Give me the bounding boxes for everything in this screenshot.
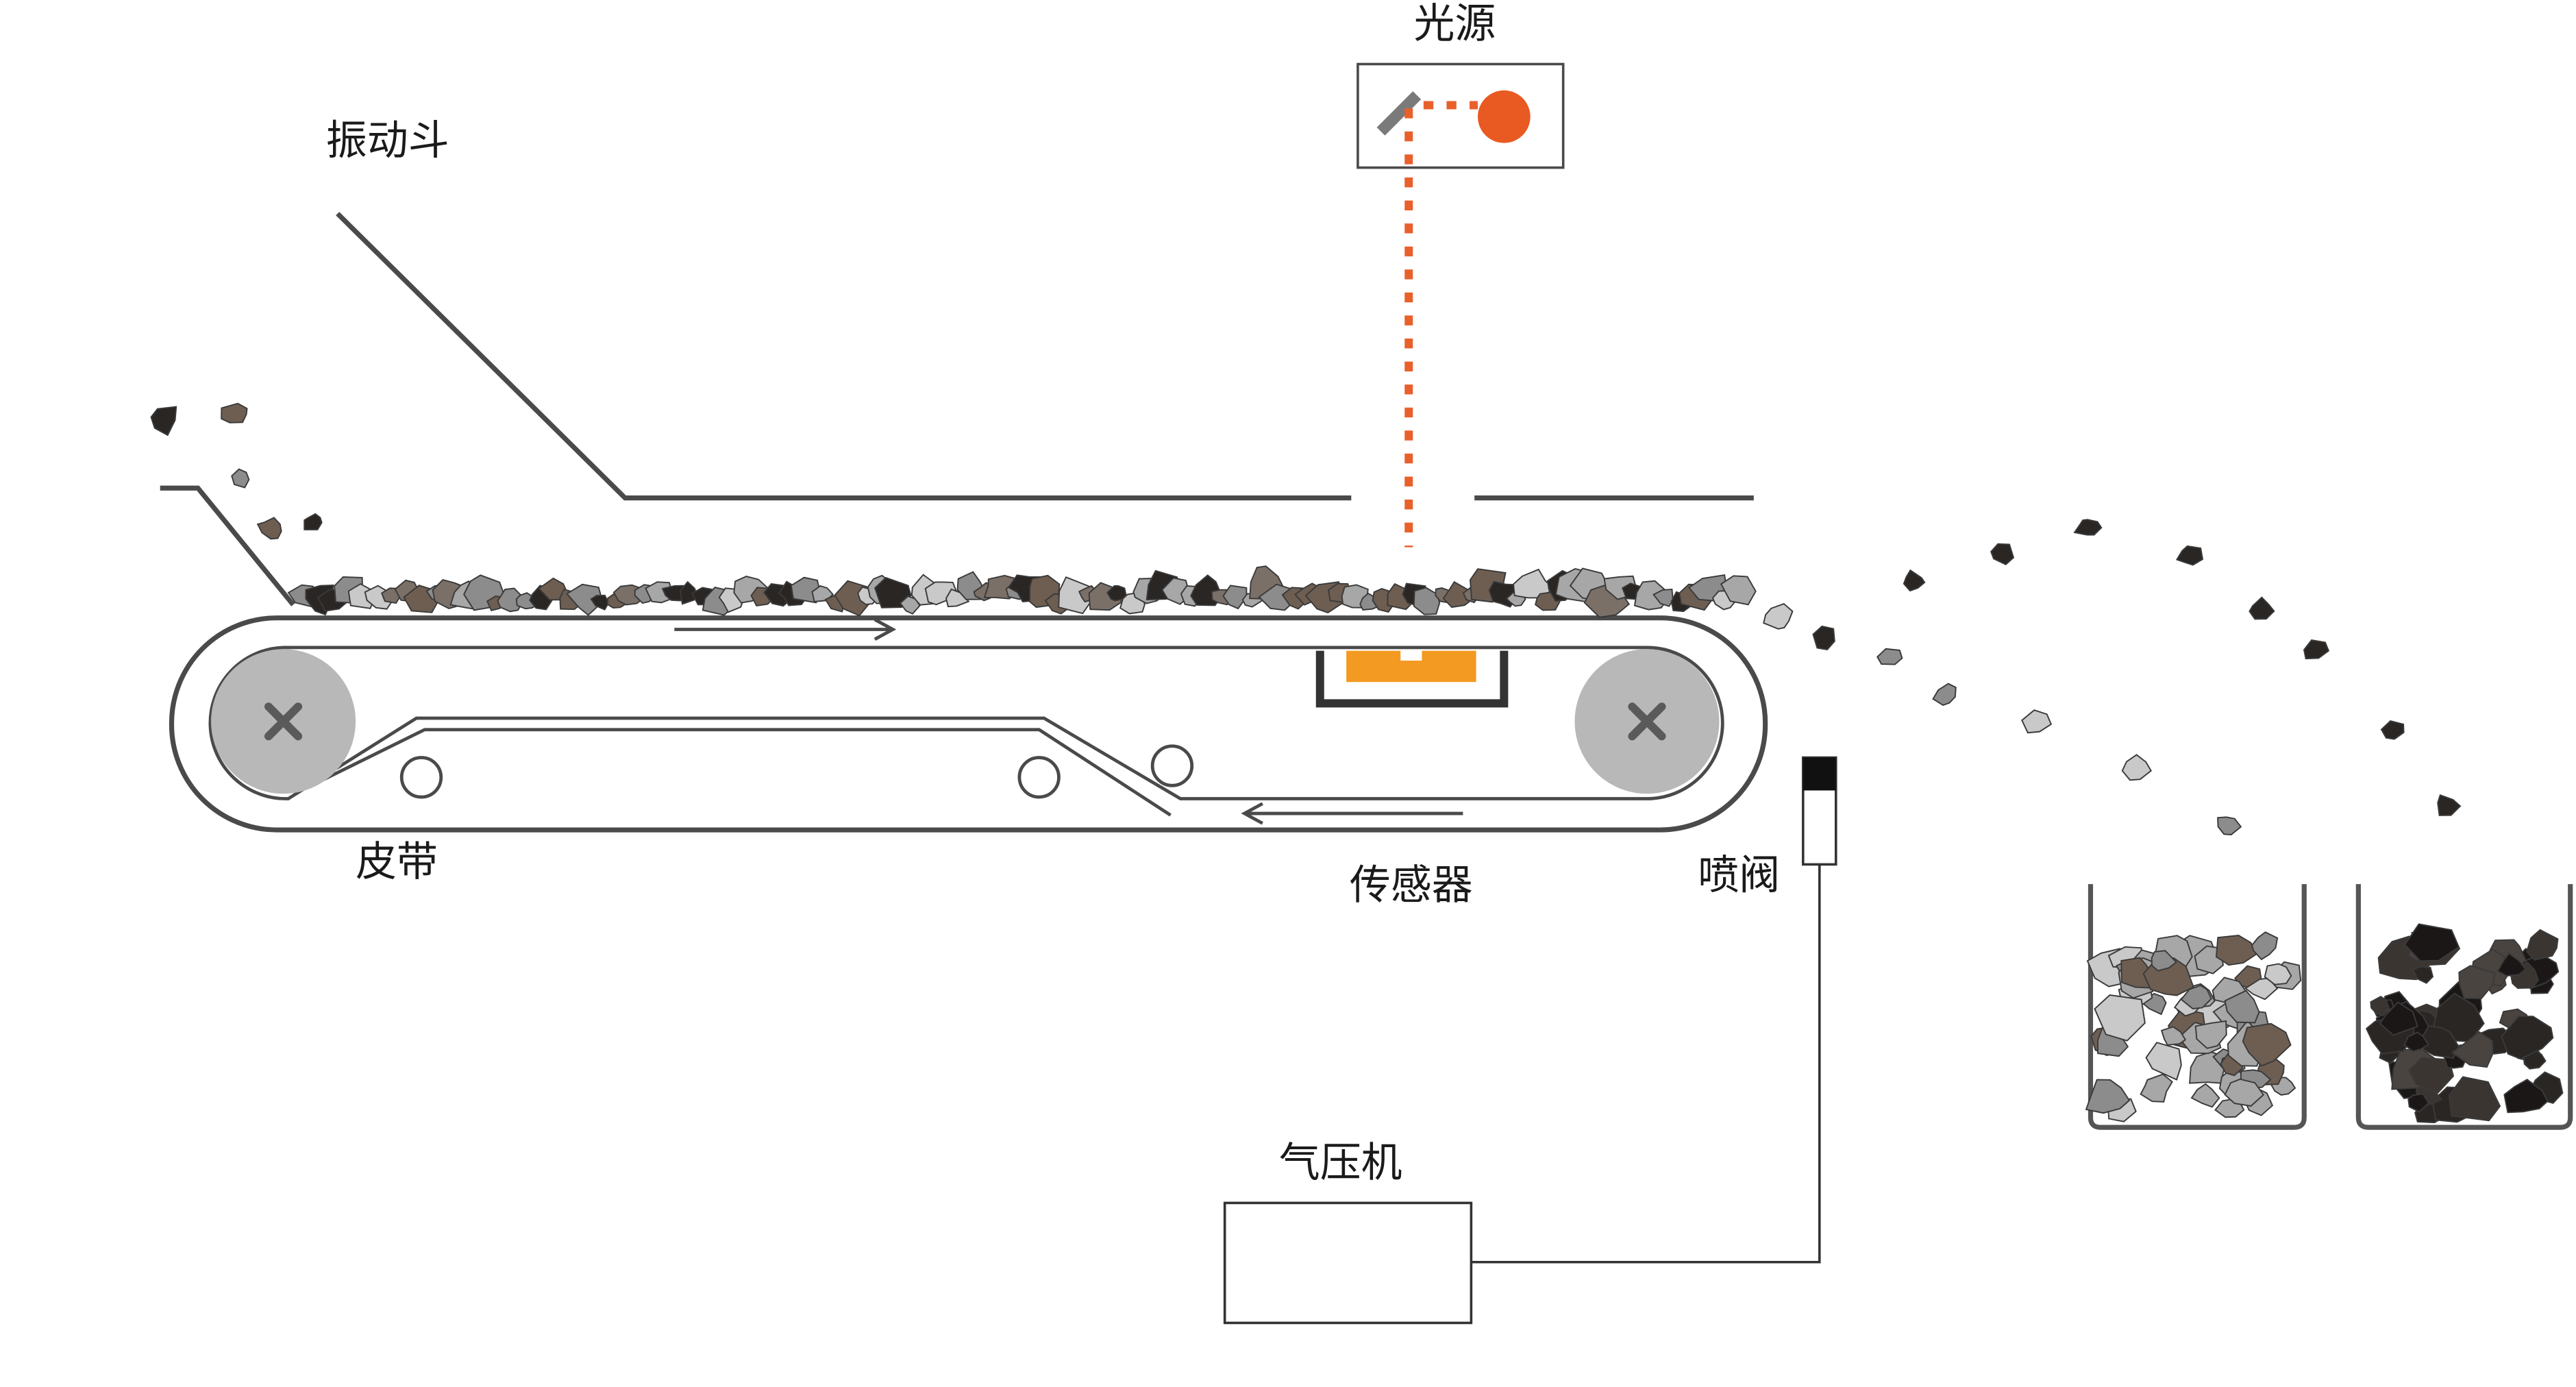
rock (2094, 994, 2146, 1042)
bin-accepted-outline (2088, 884, 2307, 1130)
idler-roller (1017, 756, 1061, 799)
compressor-label: 气压机 (1279, 1139, 1402, 1187)
ejector-valve (1453, 756, 1837, 1264)
rock (1106, 585, 1127, 602)
rock (565, 583, 604, 616)
rock (1720, 575, 1757, 606)
bin-accepted (2088, 884, 2307, 1130)
rock (2437, 794, 2462, 816)
belt-label: 皮带 (356, 838, 438, 886)
rock (2194, 1020, 2227, 1049)
arrow-left-icon (1241, 802, 1463, 825)
rock (2140, 1073, 2173, 1103)
lamp-dot-icon (1477, 90, 1531, 143)
rock (304, 513, 323, 530)
x-mark-icon (1628, 702, 1666, 741)
rock (733, 576, 771, 604)
bin-rejected (2355, 884, 2573, 1130)
rock (874, 576, 912, 609)
rock (2175, 545, 2204, 566)
rock (2448, 1076, 2501, 1122)
rock (2073, 519, 2103, 536)
rock (2526, 929, 2559, 961)
idler-roller (399, 756, 443, 799)
belt-inner-loop (208, 646, 1724, 800)
rock (2215, 935, 2258, 966)
rock (2249, 596, 2275, 620)
rock (924, 581, 959, 606)
rock (2180, 984, 2212, 1009)
rock (2303, 639, 2330, 660)
rock (2412, 966, 2434, 984)
rock (1763, 602, 1794, 630)
rock (2085, 1079, 2131, 1114)
rock (661, 585, 686, 602)
rock (1876, 648, 1903, 665)
compressor-box (1223, 1201, 1473, 1325)
valve-cap (1803, 757, 1836, 791)
hopper-chute-line (336, 212, 1352, 501)
rock (2021, 709, 2053, 734)
rock (1812, 625, 1835, 651)
rock (2251, 931, 2279, 961)
rock (2497, 953, 2527, 977)
rock (2264, 963, 2292, 985)
sensor-label: 传感器 (1350, 861, 1473, 909)
rock (1990, 543, 2015, 565)
air-line (1453, 864, 1821, 1264)
sensor-unit (1315, 650, 1509, 708)
sensor-window (1400, 650, 1422, 661)
rock (1442, 580, 1475, 609)
vibratory-hopper (160, 212, 1754, 606)
idler-roller (1150, 744, 1194, 787)
rock (221, 402, 248, 424)
rock (150, 406, 177, 437)
rock (1088, 582, 1123, 611)
hopper-label: 振动斗 (326, 116, 449, 164)
rock (2242, 1022, 2292, 1067)
rock (2160, 1026, 2187, 1046)
rock (2217, 816, 2242, 835)
rock (1652, 588, 1674, 607)
rock (2404, 923, 2460, 962)
rock-particles (150, 402, 2564, 1124)
rock (2370, 996, 2390, 1016)
rock (2407, 1093, 2430, 1113)
rock (2501, 1016, 2554, 1060)
rock (231, 468, 250, 489)
rock (2224, 990, 2260, 1024)
rock (2151, 950, 2177, 972)
light-source-label: 光源 (1413, 0, 1496, 48)
rock (2451, 1031, 2494, 1068)
rock (1903, 569, 1926, 592)
rock (2403, 1031, 2429, 1053)
rock (1932, 683, 1957, 707)
rock (2503, 1079, 2549, 1114)
light-source-unit (1357, 62, 1565, 548)
valve-label: 喷阀 (1698, 851, 1780, 899)
belt-inner-loop-2 (304, 728, 1172, 817)
rock (680, 580, 699, 605)
rock (2145, 1042, 2182, 1081)
rock (256, 517, 282, 540)
rock (590, 594, 610, 611)
rock (2380, 720, 2405, 740)
rock (2379, 1001, 2418, 1036)
feed-chute-line (160, 485, 295, 606)
conveyor-belt (169, 615, 1768, 833)
rock (1058, 576, 1096, 615)
rock (1222, 585, 1248, 610)
rock (2224, 1078, 2265, 1107)
x-mark-icon (264, 702, 303, 741)
sensor-housing (1315, 650, 1509, 708)
rock (2190, 1083, 2220, 1108)
rock (2458, 965, 2496, 1000)
mirror-icon (1376, 91, 1422, 136)
arrow-right-icon (674, 617, 897, 641)
rock (2121, 754, 2152, 781)
bin-rejected-outline (2355, 884, 2573, 1130)
